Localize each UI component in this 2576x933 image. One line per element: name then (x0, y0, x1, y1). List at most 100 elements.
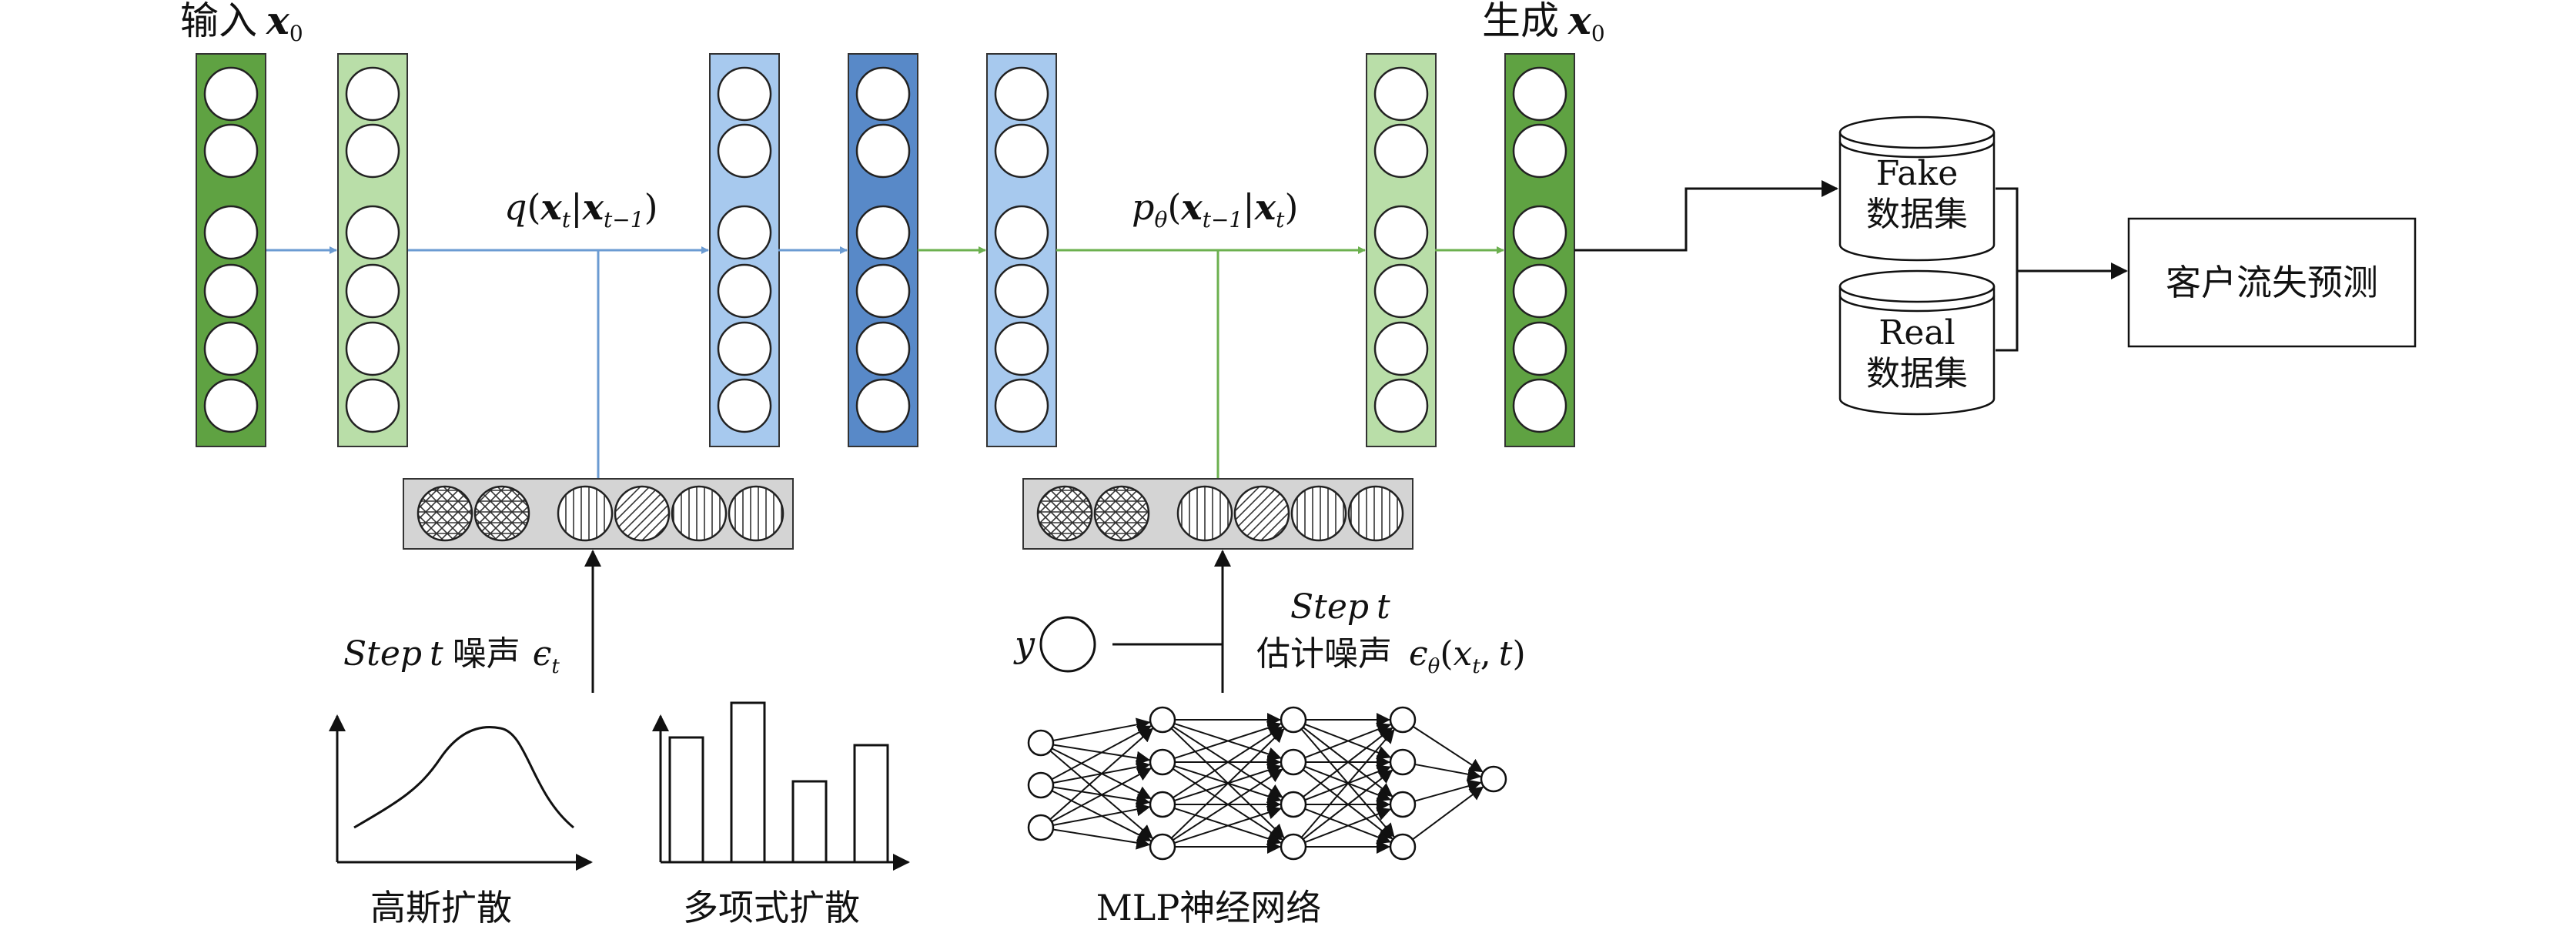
layer-node (1512, 66, 1567, 122)
layer-node (1373, 66, 1429, 122)
multinomial-bar-4 (853, 744, 889, 864)
mlp-node (1389, 833, 1417, 861)
layer-node (855, 321, 911, 376)
layer-node (1512, 321, 1567, 376)
mlp-node (1389, 791, 1417, 818)
fake-dataset-cylinder (1838, 115, 1996, 262)
layer-node (1512, 123, 1567, 179)
gaussian-diffusion-chart (329, 714, 593, 871)
reverse-layer-1-column (986, 53, 1057, 447)
layer-node (855, 263, 911, 319)
reverse-layer-2-column (1366, 53, 1437, 447)
layer-node (203, 378, 259, 433)
multinomial-bar-3 (791, 780, 828, 864)
mlp-node (1027, 729, 1055, 757)
layer-node (203, 123, 259, 179)
mlp-network (1027, 706, 1507, 861)
multinomial-bar-2 (730, 701, 766, 864)
mlp-node (1149, 706, 1176, 734)
layer-node (717, 205, 772, 260)
mlp-node (1149, 791, 1176, 818)
mlp-edge (1303, 727, 1393, 798)
layer-node (717, 263, 772, 319)
layer-node (717, 378, 772, 433)
mlp-edge (1300, 729, 1395, 838)
noisy-layer-column (848, 53, 918, 447)
real-dataset-label-2: 数据集 (1866, 354, 1968, 393)
output-layer-column (1504, 53, 1575, 447)
output-to-fake-arrow (1574, 180, 1838, 252)
forward-process-label: q(xt|xt−1) (504, 186, 658, 232)
churn-prediction-box (2127, 217, 2417, 348)
layer-node (345, 123, 400, 179)
mlp-edge (1173, 721, 1282, 760)
mlp-edge (1051, 767, 1152, 823)
layer-node (345, 205, 400, 260)
mlp-node (1389, 706, 1417, 734)
layer-node (994, 205, 1049, 260)
mlp-edge (1052, 717, 1151, 741)
mlp-label: MLP神经网络 (1096, 887, 1322, 928)
churn-prediction-label: 客户流失预测 (2166, 262, 2378, 303)
multinomial-diffusion-chart (652, 701, 910, 871)
datasets-bracket (1996, 187, 2121, 352)
layer-node (1373, 123, 1429, 179)
layer-node (994, 263, 1049, 319)
layer-node (855, 66, 911, 122)
multinomial-label: 多项式扩散 (683, 887, 860, 928)
real-dataset-cylinder (1838, 269, 1996, 416)
layer-node (1373, 263, 1429, 319)
fake-dataset-label-1: Fake (1876, 154, 1958, 193)
mlp-node (1280, 791, 1307, 818)
layer-node (1373, 378, 1429, 433)
gaussian-curve (353, 726, 574, 829)
mlp-edge (1173, 805, 1282, 844)
layer-node (345, 263, 400, 319)
gaussian-label: 高斯扩散 (370, 887, 512, 928)
reverse-process-label: pθ(xt−1|xt) (1132, 186, 1298, 232)
mlp-node (1149, 833, 1176, 861)
mlp-edge (1412, 786, 1484, 841)
mlp-node (1027, 771, 1055, 799)
mlp-edge (1052, 802, 1151, 826)
forward-connectors (266, 246, 848, 479)
mlp-node (1389, 748, 1417, 776)
layer-node (1373, 321, 1429, 376)
mlp-edge (1052, 828, 1151, 850)
mlp-edge (1414, 779, 1482, 802)
layer-node (203, 321, 259, 376)
layer-node (1512, 263, 1567, 319)
layer-node (994, 123, 1049, 179)
forward-layer-2-column (709, 53, 780, 447)
layer-node (345, 378, 400, 433)
forward-noise-panel (403, 478, 794, 550)
layer-node (994, 66, 1049, 122)
layer-node (855, 123, 911, 179)
mlp-edge (1304, 722, 1392, 759)
mlp-edge (1414, 763, 1482, 781)
layer-columns (196, 53, 1575, 447)
layer-node (203, 263, 259, 319)
mlp-edge (1304, 807, 1392, 844)
mlp-node (1280, 748, 1307, 776)
mlp-node (1027, 814, 1055, 841)
layer-node (1373, 205, 1429, 260)
mlp-node (1280, 833, 1307, 861)
mlp-node (1480, 765, 1507, 793)
y-node (1039, 616, 1096, 673)
layer-node (717, 123, 772, 179)
layer-node (994, 321, 1049, 376)
mlp-edge (1049, 727, 1154, 821)
layer-node (855, 205, 911, 260)
layer-node (203, 205, 259, 260)
layer-node (345, 66, 400, 122)
mlp-edge (1172, 768, 1283, 841)
mlp-edge (1412, 725, 1484, 773)
layer-node (203, 66, 259, 122)
multinomial-bar-1 (668, 736, 704, 864)
